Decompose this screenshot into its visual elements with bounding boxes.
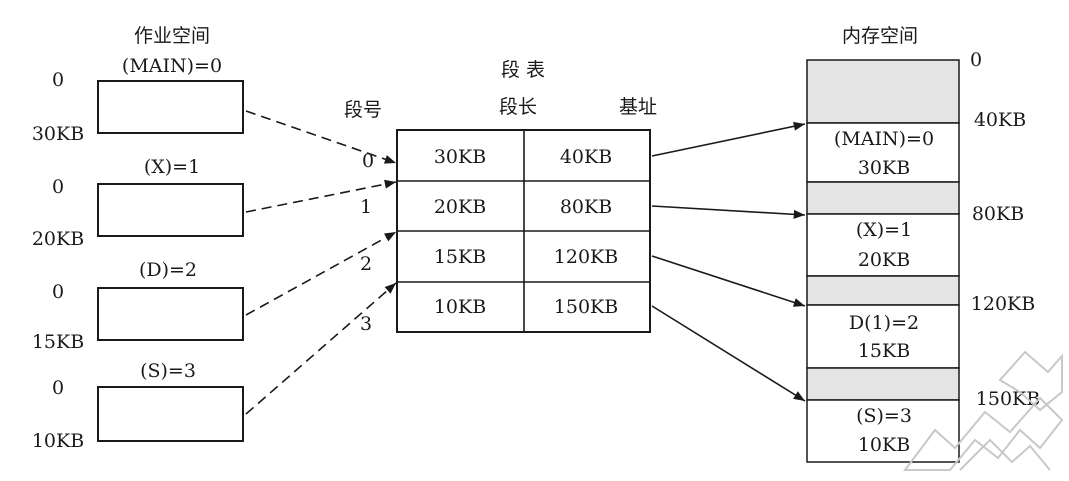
job-space-title: 作业空间 <box>134 25 210 47</box>
job-segment-end: 15KB <box>32 331 84 353</box>
job-segment-start: 0 <box>52 377 64 399</box>
header-base-address: 基址 <box>619 96 657 118</box>
job-segment-name: (S)=3 <box>140 360 196 382</box>
memory-address-label: 120KB <box>971 293 1035 315</box>
table-row-length: 30KB <box>434 146 486 168</box>
table-row-base: 120KB <box>554 246 618 268</box>
solid-arrow <box>651 121 806 157</box>
table-row-length: 10KB <box>434 296 486 318</box>
memory-address-label: 150KB <box>976 388 1040 410</box>
memory-space-title: 内存空间 <box>842 25 918 47</box>
job-segment-start: 0 <box>52 69 64 91</box>
free-memory-block <box>806 367 960 401</box>
memory-segment-size: 30KB <box>858 157 910 179</box>
dashed-arrow <box>245 110 397 164</box>
job-segment-end: 20KB <box>32 228 84 250</box>
job-segment-box <box>97 386 244 442</box>
memory-segment-size: 10KB <box>858 434 910 456</box>
solid-arrow <box>651 255 806 307</box>
segment-table <box>396 129 651 333</box>
memory-segment-name: (MAIN)=0 <box>834 128 934 150</box>
job-segment-start: 0 <box>52 176 64 198</box>
memory-column <box>806 59 960 463</box>
job-segment-end: 10KB <box>32 430 84 452</box>
job-segment-name: (X)=1 <box>144 156 200 178</box>
memory-segment-name: D(1)=2 <box>849 312 919 334</box>
dashed-arrow <box>245 231 397 316</box>
memory-segment-name: (S)=3 <box>856 405 912 427</box>
table-row-base: 40KB <box>560 146 612 168</box>
table-row-base: 150KB <box>554 296 618 318</box>
job-segment-end: 30KB <box>32 123 84 145</box>
memory-segment-size: 20KB <box>858 249 910 271</box>
table-row-number: 1 <box>360 196 372 218</box>
table-row-length: 20KB <box>434 196 486 218</box>
memory-segment-block <box>806 304 960 369</box>
memory-segment-size: 15KB <box>858 340 910 362</box>
table-row-number: 2 <box>360 253 372 275</box>
free-memory-block <box>806 181 960 215</box>
job-segment-name: (D)=2 <box>139 259 197 281</box>
job-segment-box <box>97 287 244 341</box>
dashed-arrow <box>245 282 397 415</box>
free-memory-block <box>806 59 960 124</box>
job-segment-name: (MAIN)=0 <box>122 55 222 77</box>
table-row-base: 80KB <box>560 196 612 218</box>
memory-address-label: 40KB <box>974 109 1026 131</box>
memory-segment-name: (X)=1 <box>856 219 912 241</box>
memory-address-label: 80KB <box>972 203 1024 225</box>
job-segment-box <box>97 80 244 134</box>
solid-arrow <box>651 205 806 219</box>
table-row-number: 3 <box>360 313 372 335</box>
job-segment-start: 0 <box>52 281 64 303</box>
watermark-glyph <box>903 350 1064 471</box>
header-segment-length: 段长 <box>499 96 537 118</box>
segment-table-title: 段 表 <box>501 59 545 81</box>
free-memory-block <box>806 275 960 306</box>
solid-arrow <box>651 305 806 402</box>
job-segment-box <box>97 183 244 237</box>
memory-top-address: 0 <box>970 49 982 71</box>
table-row-number: 0 <box>362 150 374 172</box>
dashed-arrow <box>245 179 397 213</box>
table-row-length: 15KB <box>434 246 486 268</box>
header-segment-number: 段号 <box>344 99 382 121</box>
